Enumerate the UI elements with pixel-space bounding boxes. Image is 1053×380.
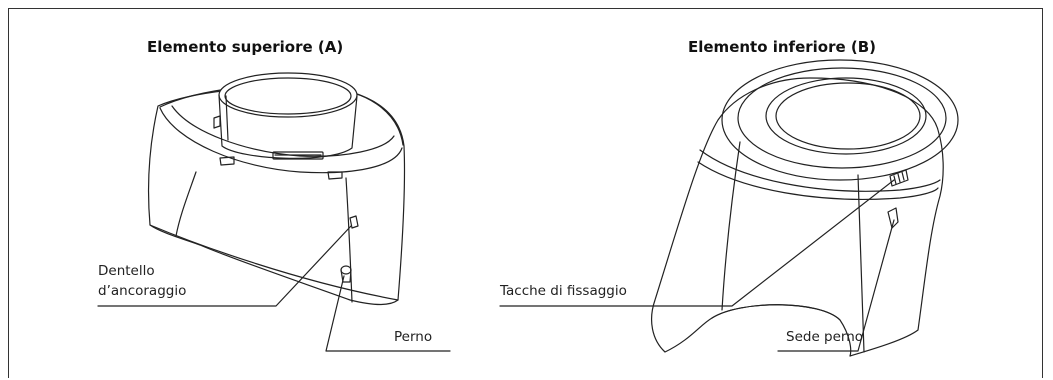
label-anchor-tooth-line2: d’ancoraggio xyxy=(98,283,187,299)
panel-a-title: Elemento superiore (A) xyxy=(147,38,344,56)
element-b-drawing xyxy=(651,59,959,357)
label-fixing-notches: Tacche di fissaggio xyxy=(500,283,627,299)
diagram-frame xyxy=(8,8,1043,378)
panel-b-title: Elemento inferiore (B) xyxy=(688,38,877,56)
label-anchor-tooth-line1: Dentello xyxy=(98,263,155,279)
element-a-drawing xyxy=(147,72,406,306)
label-pin: Perno xyxy=(394,329,433,345)
label-pin-seat: Sede perno xyxy=(786,329,864,345)
